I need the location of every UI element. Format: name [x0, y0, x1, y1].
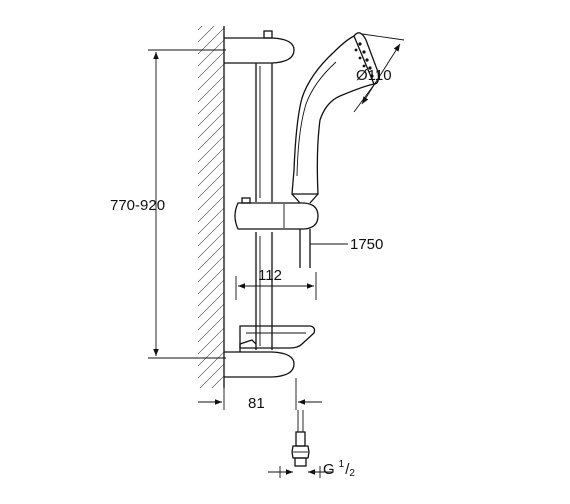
thread-numerator: 1: [339, 459, 345, 470]
wall-hatching: [198, 26, 224, 388]
projection-dimension: 112: [235, 267, 317, 300]
hose: [299, 229, 311, 268]
connector-nut: [291, 445, 310, 459]
rail-height-dimension: 770-920: [110, 49, 226, 359]
diameter-dimension-line: [361, 43, 401, 105]
hand-shower: [291, 32, 380, 195]
head-diameter-dimension: Ø110: [353, 33, 405, 113]
slider-holder: [234, 193, 319, 230]
bottom-bracket-collar: [239, 339, 257, 352]
thread-slash: /: [345, 461, 350, 478]
hose-length-callout: 1750: [310, 236, 383, 253]
head-diameter-label: Ø110: [356, 67, 392, 84]
rail-height-label: 770-920: [110, 197, 165, 214]
hose-length-label: 1750: [350, 236, 383, 253]
connector-thread: [294, 457, 307, 467]
offset-label: 81: [248, 395, 265, 412]
wall: [198, 26, 225, 388]
hand-shower-body: [291, 35, 375, 195]
hand-shower-contour: [296, 61, 337, 177]
bottom-wall-bracket: [224, 351, 295, 378]
thread-prefix: G: [323, 461, 335, 478]
soap-dish: [239, 325, 316, 349]
diameter-extension-top: [361, 33, 405, 41]
soap-dish-shell: [239, 325, 316, 349]
offset-dimension: 81: [198, 378, 322, 412]
connector-sleeve: [295, 431, 306, 447]
slider-knob: [241, 197, 251, 204]
projection-label: 112: [258, 267, 282, 284]
top-wall-bracket: [224, 37, 295, 64]
shower-rail: [224, 30, 295, 378]
thread-denominator: 2: [349, 468, 355, 479]
slider-body: [234, 202, 319, 230]
top-bracket-cap: [263, 30, 273, 39]
handle-clip: [291, 193, 319, 204]
